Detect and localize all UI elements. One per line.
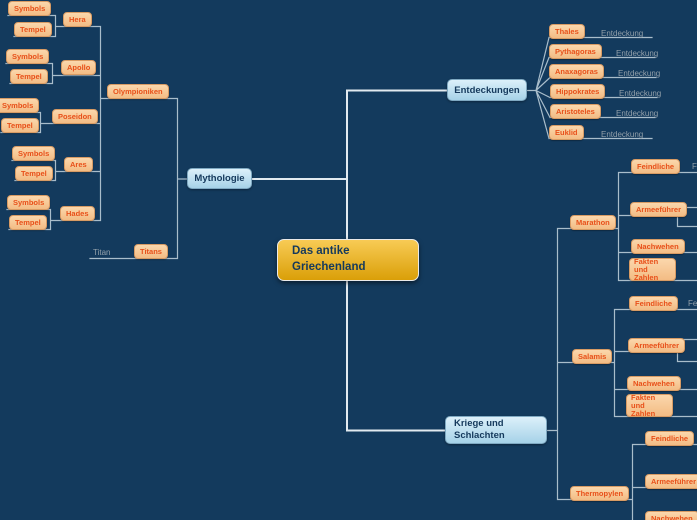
node-salamis-armeefuehrer[interactable]: Armeeführer [628,338,686,353]
node-ares[interactable]: Ares [64,157,93,172]
node-ares-tempel[interactable]: Tempel [15,166,53,181]
node-hippokrates[interactable]: Hippokrates [550,84,606,99]
node-apollo[interactable]: Apollo [61,60,97,75]
edge-fragment-salamis: Fe [688,299,697,308]
node-marathon-nachwehen[interactable]: Nachwehen [631,239,685,254]
edge-fragment-marathon: F [692,162,697,171]
topic-kriege-und-schlachten[interactable]: Kriege und Schlachten [445,416,547,444]
node-thales[interactable]: Thales [549,24,585,39]
node-pythagoras-entdeckung[interactable]: Entdeckung [616,49,659,58]
node-olympioniken[interactable]: Olympioniken [107,84,169,99]
node-marathon-fakten[interactable]: Fakten und Zahlen [629,257,676,281]
node-salamis-nachwehen[interactable]: Nachwehen [627,376,681,391]
node-aristoteles[interactable]: Aristoteles [550,104,601,119]
topic-entdeckungen[interactable]: Entdeckungen [447,79,527,101]
node-apollo-tempel[interactable]: Tempel [10,69,48,84]
topic-mythologie[interactable]: Mythologie [187,168,252,189]
node-thales-entdeckung[interactable]: Entdeckung [601,29,644,38]
node-euklid[interactable]: Euklid [549,125,584,140]
node-hera-symbols[interactable]: Symbols [8,1,52,16]
root-topic[interactable]: Das antike Griechenland [277,239,419,281]
node-thermopylen-armeefuehrer[interactable]: Armeeführer [645,474,697,489]
node-euklid-entdeckung[interactable]: Entdeckung [601,130,644,139]
node-salamis-feindliche[interactable]: Feindliche [629,296,679,311]
node-ares-symbols[interactable]: Symbols [12,146,56,161]
node-hades[interactable]: Hades [60,206,95,221]
node-thermopylen-nachwehen[interactable]: Nachwehen [645,511,697,520]
node-salamis-fakten[interactable]: Fakten und Zahlen [626,393,673,417]
node-pythagoras[interactable]: Pythagoras [549,44,602,59]
node-hera[interactable]: Hera [63,12,92,27]
node-anaxagoras-entdeckung[interactable]: Entdeckung [618,69,661,78]
node-aristoteles-entdeckung[interactable]: Entdeckung [616,109,659,118]
node-salamis[interactable]: Salamis [572,349,613,364]
node-hades-symbols[interactable]: Symbols [7,195,51,210]
node-hippokrates-entdeckung[interactable]: Entdeckung [619,89,662,98]
node-titans[interactable]: Titans [134,244,168,259]
node-marathon[interactable]: Marathon [570,215,616,230]
node-anaxagoras[interactable]: Anaxagoras [549,64,604,79]
node-hera-tempel[interactable]: Tempel [14,22,52,37]
node-thermopylen-feindliche[interactable]: Feindliche [645,431,695,446]
node-marathon-feindliche[interactable]: Feindliche [631,159,681,174]
node-poseidon-symbols[interactable]: Symbols [0,98,40,113]
node-poseidon-tempel[interactable]: Tempel [1,118,39,133]
node-thermopylen[interactable]: Thermopylen [570,486,630,501]
node-titan-text[interactable]: Titan [93,248,111,257]
node-marathon-armeefuehrer[interactable]: Armeeführer [630,202,688,217]
node-poseidon[interactable]: Poseidon [52,109,98,124]
node-apollo-symbols[interactable]: Symbols [6,49,50,64]
node-hades-tempel[interactable]: Tempel [9,215,47,230]
